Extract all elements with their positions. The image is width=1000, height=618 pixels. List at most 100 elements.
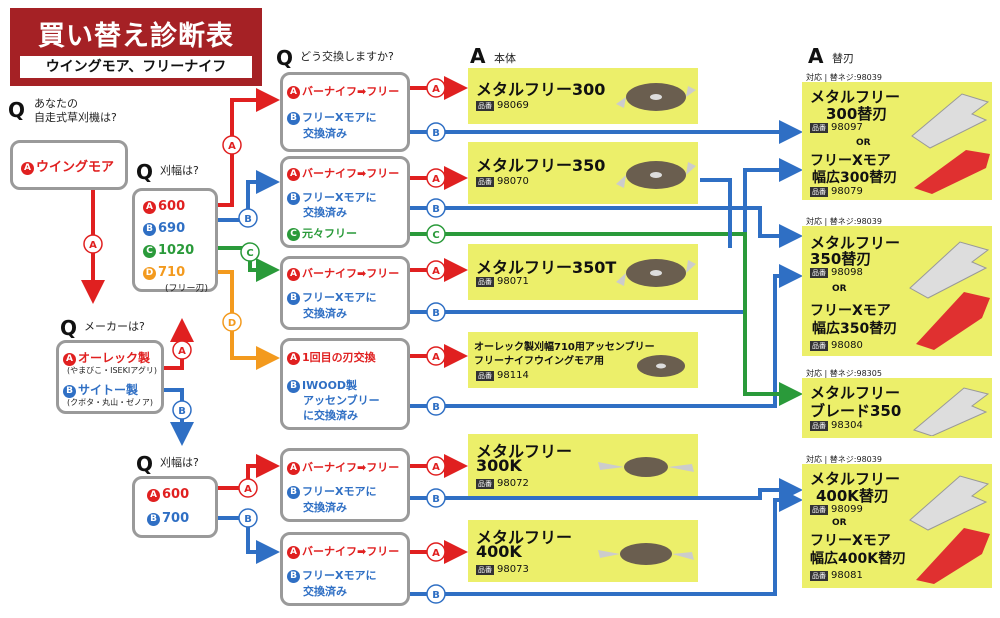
blade-alt-name-2: 幅広350替刃: [812, 321, 898, 337]
letter-a-icon: A: [147, 489, 160, 502]
blade-name: メタルフリー: [810, 234, 901, 252]
blade-header-label: 替刃: [832, 52, 854, 65]
blade-name: メタルフリー: [810, 88, 901, 106]
q3-mark: Q: [60, 316, 78, 340]
letter-d-icon: D: [143, 267, 156, 280]
blade-name-2: ブレード350: [810, 402, 902, 420]
exchange-label: バーナイフ➡フリー: [302, 267, 400, 280]
svg-text:D: D: [228, 318, 236, 329]
code-label: 品番: [476, 101, 494, 111]
letter-a-icon: A: [143, 201, 156, 214]
q2-mark: Q: [136, 160, 154, 184]
code-label: 品番: [810, 505, 828, 515]
exchange-label: バーナイフ➡フリー: [302, 545, 400, 558]
code-value: 98069: [497, 100, 529, 111]
code-value: 98099: [831, 504, 863, 515]
blade-alt-name: フリーXモア: [810, 303, 891, 319]
q1-text-line2: 自走式草刈機は?: [34, 111, 117, 124]
letter-b-icon: B: [143, 223, 156, 236]
title-banner: 買い替え診断表 ウイングモア、フリーナイフ: [10, 8, 262, 86]
blade-tag: 対応 | 替ネジ:98305: [806, 369, 882, 378]
q2-text: 刈幅は?: [160, 164, 199, 177]
svg-text:A: A: [432, 84, 440, 95]
product-name: メタルフリー300: [476, 80, 606, 99]
code-label: 品番: [810, 571, 828, 581]
code-value: 98098: [831, 267, 863, 278]
svg-text:B: B: [432, 204, 440, 215]
letter-b-icon: B: [287, 112, 300, 125]
q3-option-saito-note: (クボタ・丸山・ゼノア): [67, 398, 154, 407]
letter-c-icon: C: [143, 245, 156, 258]
q3-option-label: サイトー製: [78, 383, 139, 397]
exchange-label: フリーXモアに: [302, 191, 377, 204]
code-label: 品番: [476, 277, 494, 287]
exchange-label: フリーXモアに: [302, 291, 377, 304]
blade-tag: 対応 | 替ネジ:98039: [806, 455, 882, 464]
blade-disc-icon: [598, 543, 694, 565]
exchange-label: 1回目の刃交換: [302, 351, 376, 364]
q2-option-label: 710: [158, 265, 186, 280]
code-label: 品番: [810, 123, 828, 133]
exchange-label: フリーXモアに: [302, 485, 377, 498]
svg-text:A: A: [432, 174, 440, 185]
exchange-label: バーナイフ➡フリー: [302, 85, 400, 98]
q4-mark: Q: [136, 452, 154, 476]
exchange-label: フリーXモアに: [302, 111, 377, 124]
blade-pair-icon: [911, 93, 990, 194]
blade-disc-icon: [637, 355, 685, 377]
blade-name-2: 350替刃: [810, 250, 872, 268]
svg-text:B: B: [432, 494, 440, 505]
code-value: 98114: [497, 370, 529, 381]
code-label: 品番: [476, 565, 494, 575]
product-name-2: 400K: [476, 542, 522, 561]
svg-text:A: A: [178, 346, 186, 357]
